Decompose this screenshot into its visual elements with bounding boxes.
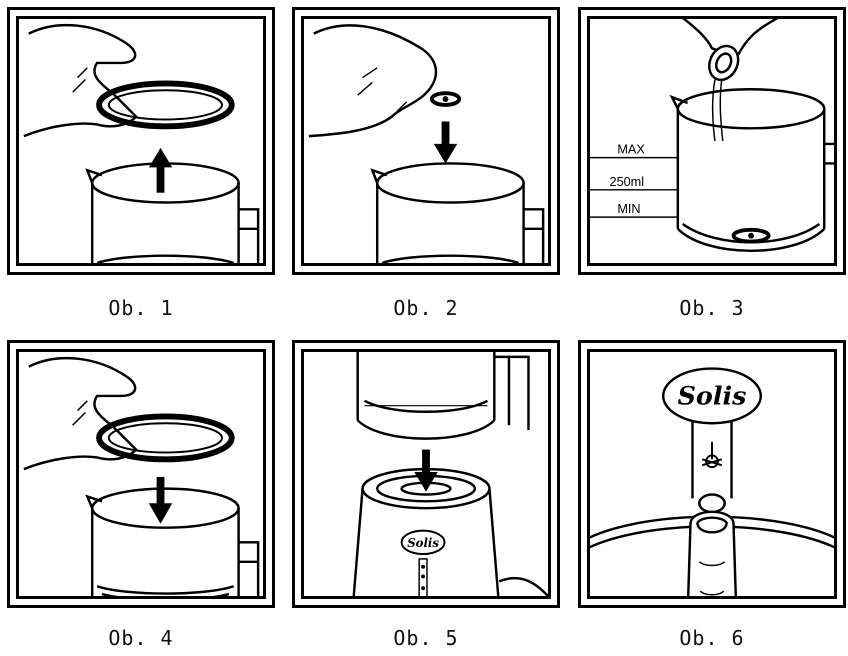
bottle-icon	[678, 19, 785, 85]
figure-2-caption: Ob. 2	[292, 296, 560, 320]
figure-1-illustration	[19, 19, 263, 263]
max-label: MAX	[617, 143, 645, 157]
solis-logo: Solis	[407, 536, 439, 550]
arrow-down-icon	[414, 450, 437, 492]
figure-6-panel: Solis	[578, 340, 846, 608]
solis-logo: Solis	[678, 381, 747, 411]
jug-icon	[372, 163, 543, 263]
button-strip	[419, 559, 427, 596]
jug-icon	[87, 163, 258, 263]
figure-3-caption: Ob. 3	[578, 296, 846, 320]
figure-4-illustration	[19, 352, 263, 596]
250ml-label: 250ml	[610, 175, 645, 189]
whisk-icon	[432, 93, 459, 105]
base-unit-icon	[353, 469, 548, 596]
figure-5-caption: Ob. 5	[292, 626, 560, 650]
figure-4-caption: Ob. 4	[7, 626, 275, 650]
finger-icon	[688, 512, 737, 596]
jug-icon	[87, 489, 258, 596]
jug-icon	[672, 89, 834, 251]
min-label: MIN	[617, 202, 640, 216]
arrow-down-icon	[434, 121, 457, 163]
figure-3-illustration: MAX 250ml MIN	[590, 19, 834, 263]
figure-1-caption: Ob. 1	[7, 296, 275, 320]
figure-3-panel: MAX 250ml MIN	[578, 7, 846, 275]
figure-5-panel: Solis	[292, 340, 560, 608]
figure-4-panel	[7, 340, 275, 608]
whisk-icon	[702, 442, 722, 467]
whisk-icon	[733, 230, 768, 242]
arrow-up-icon	[149, 148, 172, 193]
figure-6-caption: Ob. 6	[578, 626, 846, 650]
hand-icon	[309, 25, 436, 136]
figure-6-illustration: Solis	[590, 352, 834, 596]
figure-2-illustration	[304, 19, 548, 263]
figure-5-illustration: Solis	[304, 352, 548, 596]
figure-1-panel	[7, 7, 275, 275]
jug-icon	[358, 352, 529, 439]
figure-2-panel	[292, 7, 560, 275]
arrow-down-icon	[149, 477, 172, 524]
